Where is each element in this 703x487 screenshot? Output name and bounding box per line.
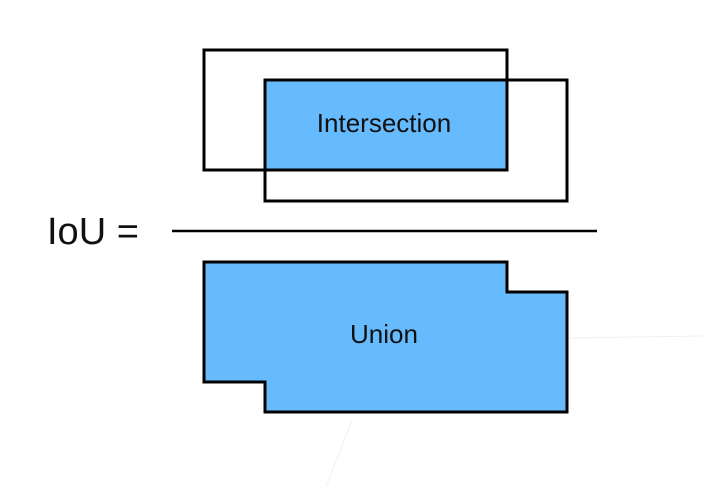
intersection-label: Intersection: [317, 108, 451, 138]
formula-lhs: IoU =: [47, 211, 139, 253]
bounding-box-b: [263, 78, 569, 203]
faint-decor-line-horizontal: [564, 335, 703, 339]
intersection-region: [265, 80, 507, 170]
union-region: [202, 260, 569, 414]
denominator-group: Union: [202, 260, 569, 414]
union-label: Union: [350, 319, 418, 349]
numerator-group: Intersection: [202, 48, 569, 203]
faint-decor-line-diagonal: [325, 419, 353, 487]
bounding-box-a: [202, 48, 509, 172]
